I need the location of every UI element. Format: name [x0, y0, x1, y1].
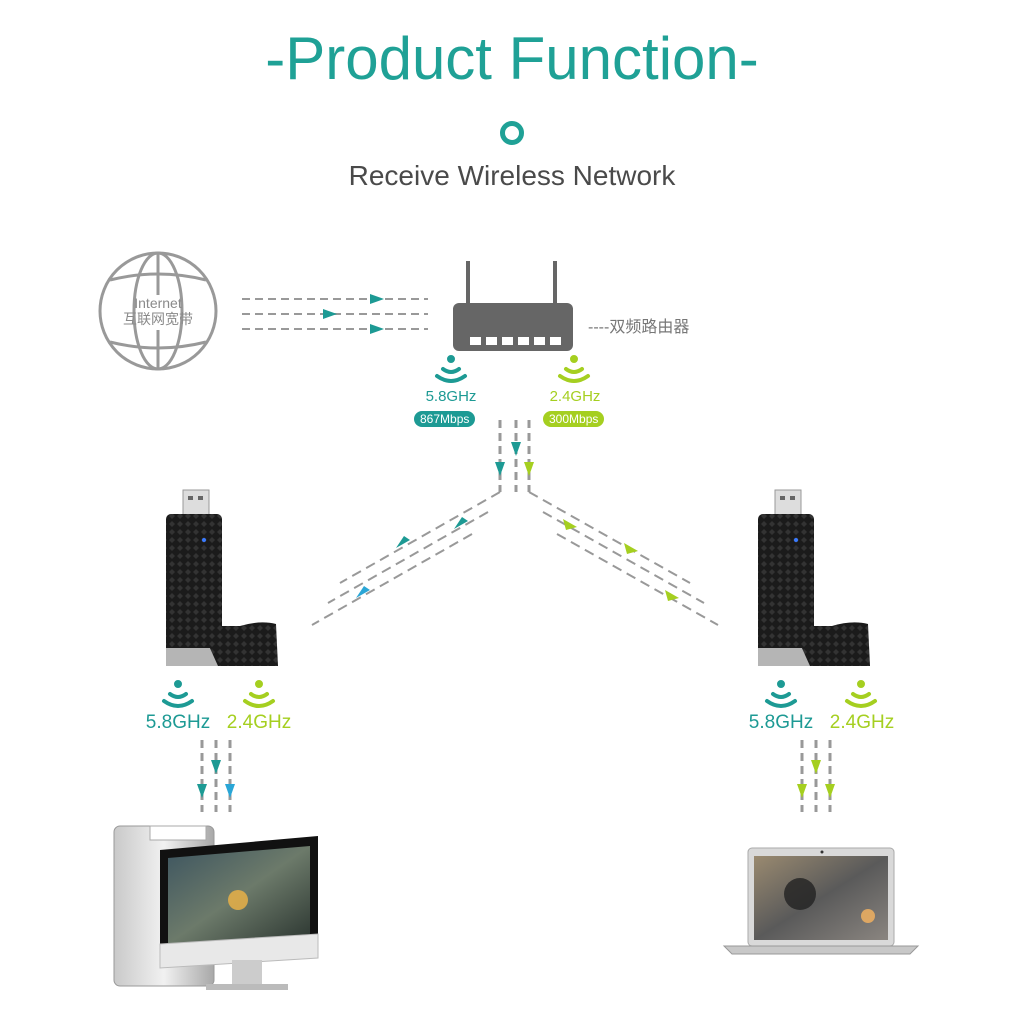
arrow-icon — [370, 324, 384, 334]
arrow-icon — [197, 784, 207, 798]
arrow-icon — [797, 784, 807, 798]
usb-adapter-left — [166, 489, 278, 666]
wifi-icon-24g-right — [845, 680, 877, 708]
arrow-icon — [211, 760, 221, 774]
wifi-icon-5g-left — [162, 680, 194, 708]
globe-icon — [98, 251, 218, 371]
router-speed-24g-badge: 300Mbps — [543, 411, 605, 427]
arrow-icon — [370, 294, 384, 304]
left-branch-lines — [311, 491, 501, 626]
arrow-icon — [356, 586, 370, 598]
page-title: -Product Function- — [265, 25, 759, 92]
right-freq-5g: 5.8GHz — [748, 712, 814, 733]
arrow-icon — [563, 519, 577, 530]
wifi-icon-24g-left — [243, 680, 275, 708]
router-freq-24g: 2.4GHz — [549, 388, 601, 405]
arrow-icon — [323, 309, 337, 319]
ring-icon — [500, 121, 524, 145]
arrow-icon — [396, 536, 410, 548]
left-freq-5g: 5.8GHz — [145, 712, 211, 733]
desktop-computer-image — [113, 825, 319, 990]
arrow-icon — [524, 462, 534, 476]
arrow-icon — [825, 784, 835, 798]
internet-label-en: Internet — [134, 295, 182, 311]
right-freq-24g: 2.4GHz — [829, 712, 895, 733]
internet-label-cn: 互联网宽带 — [123, 311, 193, 327]
router-down-lines — [498, 420, 531, 492]
wifi-icon-24g — [558, 355, 590, 383]
laptop-image — [722, 847, 920, 955]
subtitle: Receive Wireless Network — [348, 160, 676, 191]
left-freq-24g: 2.4GHz — [226, 712, 292, 733]
right-device-lines — [800, 740, 832, 812]
router-icon — [453, 261, 573, 351]
right-branch-lines — [528, 491, 719, 626]
arrow-icon — [811, 760, 821, 774]
arrow-icon — [624, 543, 638, 554]
arrow-icon — [495, 462, 505, 476]
wifi-icon-5g-right — [765, 680, 797, 708]
arrow-icon — [511, 442, 521, 456]
router-speed-5g-badge: 867Mbps — [414, 411, 476, 427]
arrow-icon — [665, 590, 679, 601]
usb-adapter-right — [758, 489, 870, 666]
router-freq-5g: 5.8GHz — [425, 388, 477, 405]
wifi-icon-5g — [435, 355, 467, 383]
arrow-icon — [225, 784, 235, 798]
arrow-icon — [454, 517, 468, 529]
router-label: ----双频路由器 — [588, 319, 690, 336]
left-device-lines — [200, 740, 232, 812]
